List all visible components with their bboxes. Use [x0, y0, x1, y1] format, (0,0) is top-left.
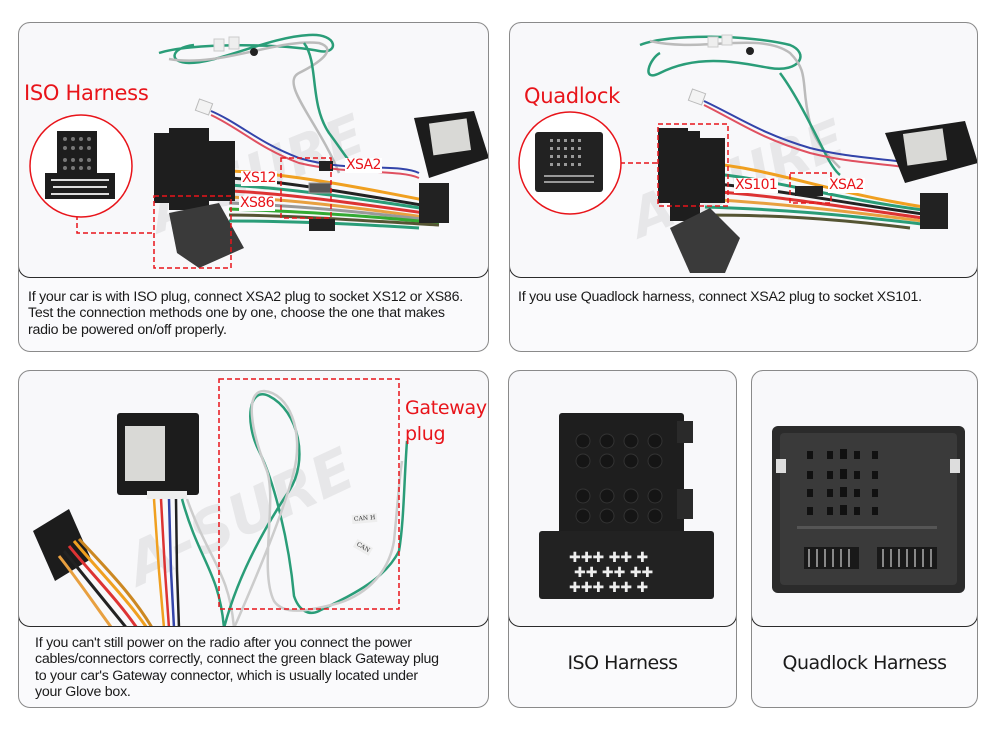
gateway-plug-title-line1: Gateway [405, 397, 487, 419]
svg-text:✚✚✚ ✚✚ ✚: ✚✚✚ ✚✚ ✚ [569, 580, 648, 596]
iso-harness-panel: A-SURE [18, 22, 489, 352]
gateway-instructions: If you can't still power on the radio af… [35, 635, 439, 701]
tag-xs101: XS101 [734, 177, 779, 193]
quadlock-photo: A-SURE [510, 23, 977, 278]
quadlock-connector-label: Quadlock Harness [782, 652, 947, 674]
tag-xs86: XS86 [239, 195, 275, 211]
tag-xsa2: XSA2 [345, 157, 382, 173]
gateway-illustration: A-SURE [33, 378, 409, 626]
control-box [414, 111, 488, 223]
iso-connector-photo: ✚✚✚ ✚✚ ✚ ✚✚ ✚✚ ✚✚ ✚✚✚ ✚✚ ✚ [509, 371, 736, 627]
quadlock-wiring-illustration: A-SURE [518, 34, 977, 273]
quadlock-connector-panel: Quadlock Harness [751, 370, 978, 708]
quadlock-instructions: If you use Quadlock harness, connect XSA… [518, 289, 922, 305]
iso-wiring-illustration: A-SURE [29, 33, 488, 269]
iso-plug [169, 203, 244, 268]
iso-plug [670, 208, 740, 273]
iso-inset-connector [45, 131, 115, 199]
iso-harness-title: ISO Harness [24, 81, 149, 105]
iso-plug-quadlock-side [154, 128, 235, 210]
quadlock-connector-photo [752, 371, 977, 627]
iso-connector-panel: ✚✚✚ ✚✚ ✚ ✚✚ ✚✚ ✚✚ ✚✚✚ ✚✚ ✚ ISO Harness [508, 370, 737, 708]
gateway-plug-title-line2: plug [405, 423, 446, 445]
gateway-plug-panel: A-SURE [18, 370, 489, 708]
tag-xs12: XS12 [241, 170, 277, 186]
svg-text:✚✚✚ ✚✚ ✚: ✚✚✚ ✚✚ ✚ [569, 550, 648, 566]
svg-text:✚✚ ✚✚ ✚✚: ✚✚ ✚✚ ✚✚ [574, 565, 653, 581]
iso-connector-illustration: ✚✚✚ ✚✚ ✚ ✚✚ ✚✚ ✚✚ ✚✚✚ ✚✚ ✚ [539, 413, 714, 599]
control-box [117, 413, 236, 626]
iso-connector-label: ISO Harness [567, 652, 678, 674]
iso-harness-photo: A-SURE [19, 23, 488, 278]
gateway-plug-photo: A-SURE [19, 371, 488, 627]
quadlock-title: Quadlock [524, 84, 621, 108]
gateway-wires [223, 389, 409, 626]
radio-power-connector [33, 509, 153, 626]
quadlock-panel: A-SURE [509, 22, 978, 352]
iso-instructions: If your car is with ISO plug, connect XS… [28, 289, 463, 338]
tag-xsa2: XSA2 [828, 177, 865, 193]
quadlock-inset-connector [535, 132, 603, 192]
quadlock-connector-illustration [772, 426, 965, 593]
control-box [885, 121, 977, 229]
